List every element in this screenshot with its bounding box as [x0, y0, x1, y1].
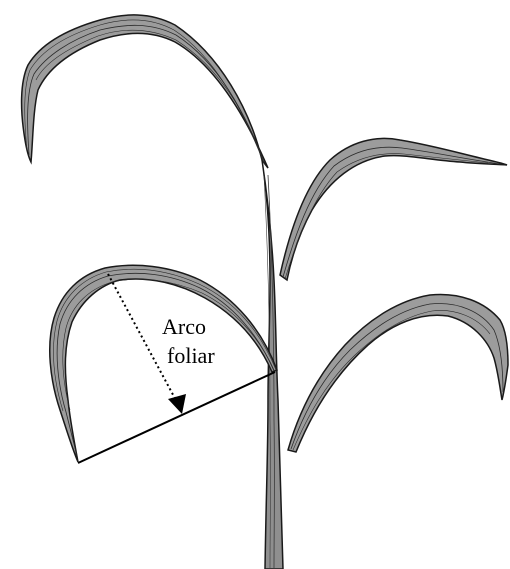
leaf-top [22, 15, 268, 168]
leaf-lower-right [288, 294, 508, 452]
leaf-upper-right [280, 138, 507, 280]
leaf-lower-left [50, 265, 277, 462]
leaf-arc-baseline [78, 372, 275, 463]
annotation-label-line2: foliar [167, 343, 215, 369]
annotation-label-line1: Arco [162, 314, 206, 340]
arrowhead-icon [168, 394, 186, 414]
